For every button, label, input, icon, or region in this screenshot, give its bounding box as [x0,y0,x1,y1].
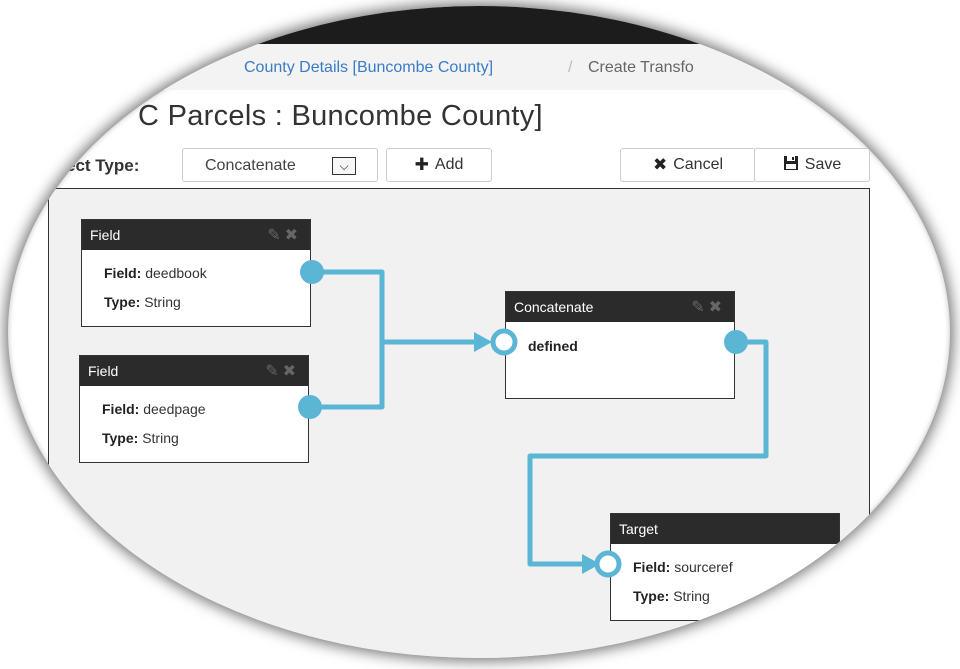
field-label: Field: [633,559,671,575]
screenshot-frame: County Details [Buncombe County] / Creat… [8,6,950,658]
type-value: String [142,430,179,446]
add-button[interactable]: ✚ Add [386,148,492,182]
chevron-down-icon[interactable]: ⌵ [332,157,356,175]
node-field-row: Field: sourceref [633,559,733,575]
node-title: Field [88,363,119,379]
concatenate-node[interactable]: Concatenate ✎✖ defined [505,291,735,399]
remove-icon[interactable]: ✖ [282,363,300,380]
cancel-button-label: Cancel [673,156,724,173]
breadcrumb: County Details [Buncombe County] / Creat… [8,44,950,90]
type-label: Type: [104,294,141,310]
node-title: Field [90,227,121,243]
type-label: Type: [102,430,139,446]
close-icon: ✖ [652,155,668,174]
node-tools: ✎✖ [267,225,302,245]
pencil-icon[interactable]: ✎ [265,363,283,380]
node-title: Target [619,521,658,537]
remove-icon[interactable]: ✖ [708,299,726,316]
breadcrumb-current: Create Transfo [588,59,694,76]
transform-canvas[interactable]: Field ✎✖ Field: deedbook Type: String Fi… [48,188,870,658]
save-button[interactable]: Save [754,148,870,182]
page-title: C Parcels : Buncombe County] [138,100,543,132]
node-tools: ✎✖ [691,297,726,317]
field-value: sourceref [674,559,733,575]
node-tools: ✎✖ [265,361,300,381]
select-type-label: ect Type: [66,156,140,175]
concat-port-label: defined [528,338,578,354]
type-select-value: Concatenate [205,157,296,174]
field-label: Field: [104,265,142,281]
cancel-button[interactable]: ✖ Cancel [620,148,756,182]
node-type-row: Type: String [102,430,179,446]
field-label: Field: [102,401,140,417]
pencil-icon[interactable]: ✎ [691,299,709,316]
field-value: deedbook [145,265,207,281]
breadcrumb-separator: / [568,59,573,76]
plus-icon: ✚ [414,155,429,174]
type-select[interactable]: Concatenate ⌵ [182,148,378,182]
node-field-row: Field: deedpage [102,401,206,417]
remove-icon[interactable]: ✖ [284,227,302,244]
target-node[interactable]: Target Field: sourceref Type: String [610,513,840,621]
field-node-deedpage[interactable]: Field ✎✖ Field: deedpage Type: String [79,355,309,463]
type-value: String [144,294,181,310]
field-value: deedpage [143,401,206,417]
node-type-row: Type: String [104,294,181,310]
node-title: Concatenate [514,299,594,315]
type-value: String [673,588,710,604]
node-header[interactable]: Concatenate ✎✖ [506,292,734,322]
save-icon [783,155,799,176]
node-type-row: Type: String [633,588,710,604]
node-header[interactable]: Field ✎✖ [80,356,308,386]
field-node-deedbook[interactable]: Field ✎✖ Field: deedbook Type: String [81,219,311,327]
type-label: Type: [633,588,670,604]
add-button-label: Add [434,156,464,173]
node-header[interactable]: Target [611,514,839,544]
node-field-row: Field: deedbook [104,265,207,281]
top-navbar [8,6,950,44]
pencil-icon[interactable]: ✎ [267,227,285,244]
save-button-label: Save [804,156,842,173]
breadcrumb-county-details-link[interactable]: County Details [Buncombe County] [244,59,494,76]
node-header[interactable]: Field ✎✖ [82,220,310,250]
